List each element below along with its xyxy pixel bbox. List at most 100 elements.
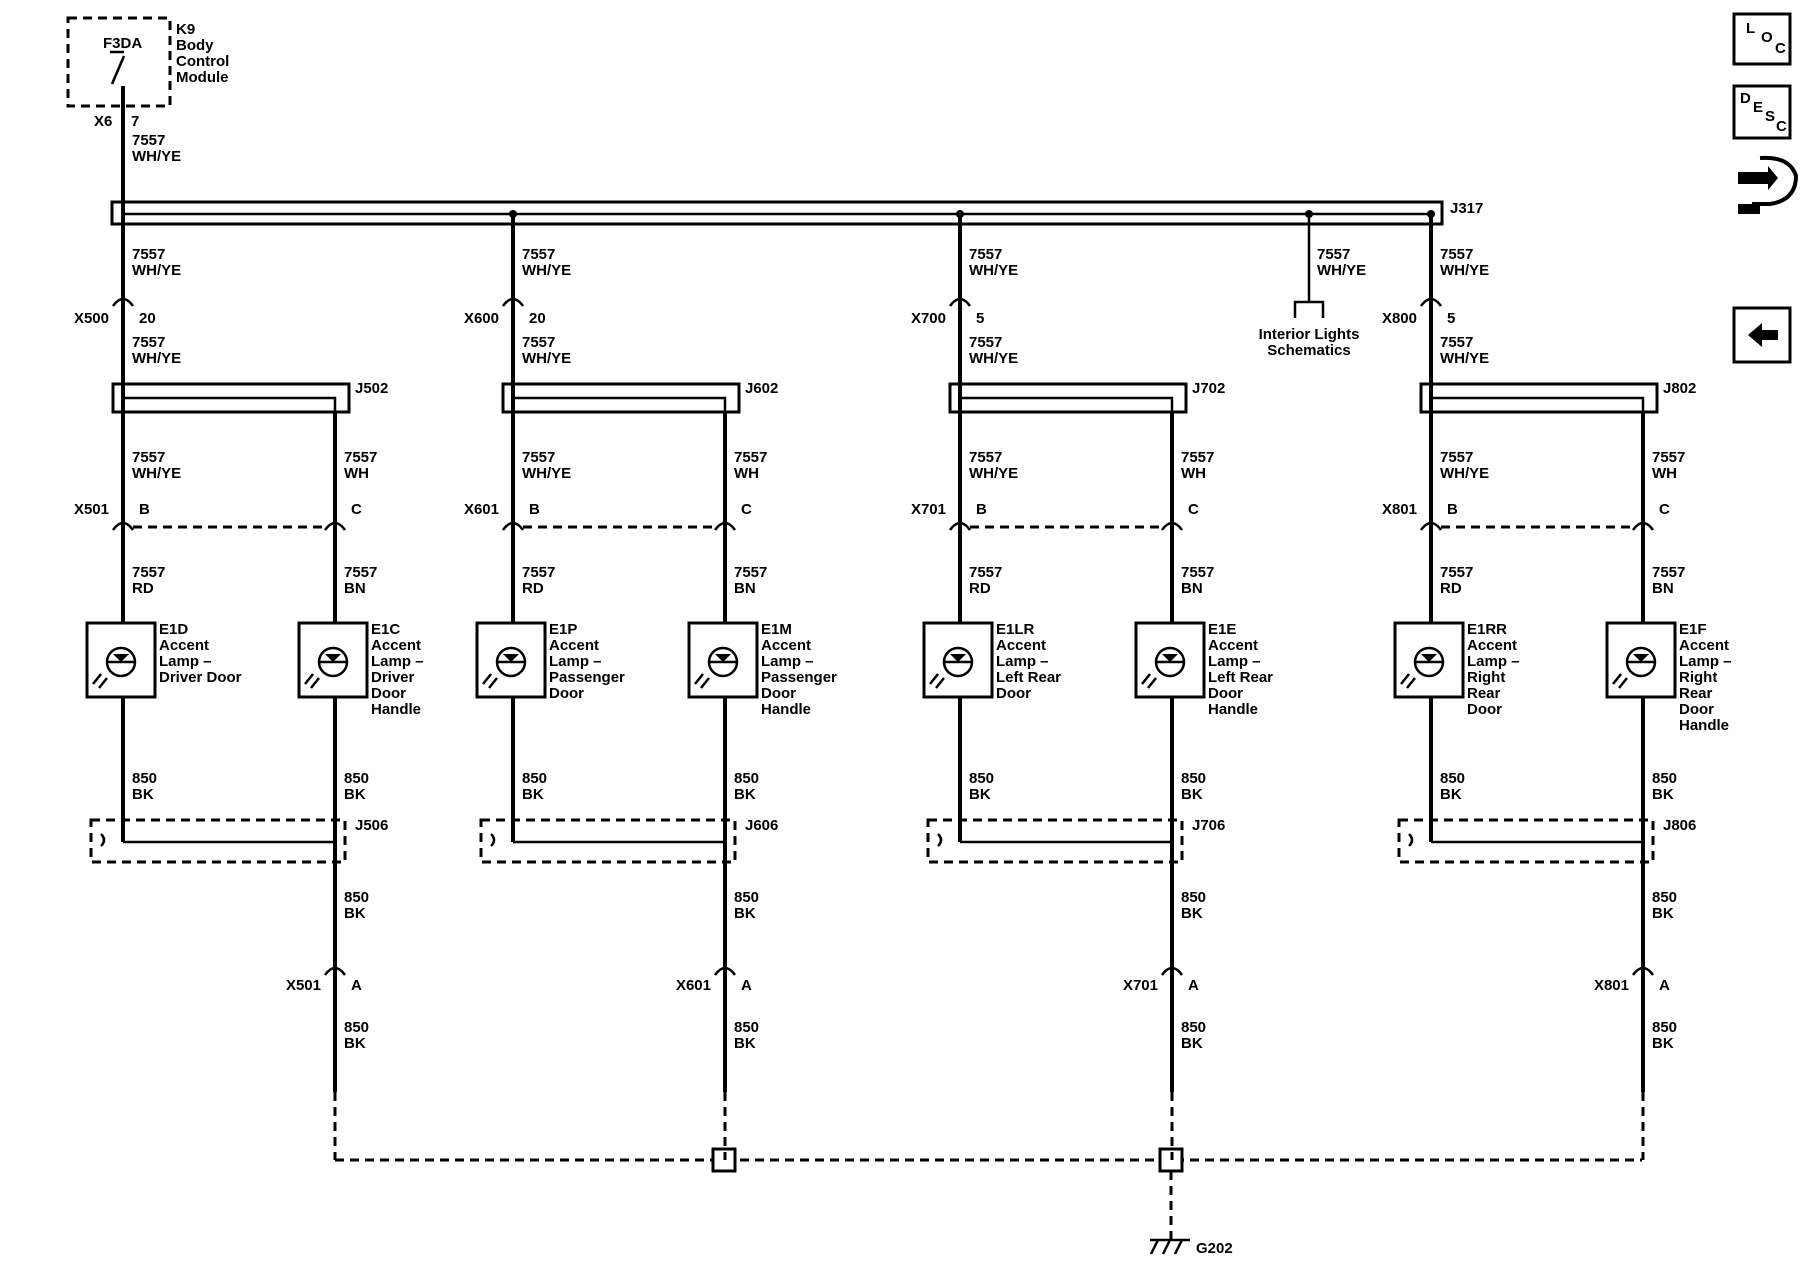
door-connector-pin-c: C [1188, 501, 1199, 518]
splice-box [501, 382, 741, 414]
lamp1-supply-wire-circuit: 7557 [132, 449, 165, 466]
splice-bus [960, 396, 1174, 412]
door-connector-label: X801 [1382, 501, 1417, 518]
desc-letter-e: E [1753, 99, 1763, 116]
lamp2-desc-line: Rear [1679, 685, 1713, 702]
lamp2-ray-2 [1618, 677, 1628, 689]
lamp1-supply-wire-circuit: 7557 [969, 449, 1002, 466]
feed-wire-circuit: 7557 [132, 132, 165, 149]
fuse-label: F3DA [103, 35, 142, 52]
lamp2-supply-wire-circuit: 7557 [734, 449, 767, 466]
loc-button-frame[interactable] [1732, 12, 1792, 66]
lamp2-diode [325, 654, 341, 662]
splice-feed-wire-color: WH/YE [522, 350, 571, 367]
door-connector-label: X501 [74, 501, 109, 518]
ground-out-wire-circuit: 850 [344, 889, 369, 906]
lamp2-ray-1 [304, 673, 314, 685]
ground-symbol-tick-2 [1161, 1239, 1172, 1255]
interior-reference-bracket [1293, 300, 1325, 318]
ground-out-wire-color: BK [1652, 905, 1674, 922]
lamp1-id: E1P [549, 621, 577, 638]
ground-splice-box [1397, 818, 1655, 864]
ground-out-wire-color: BK [344, 905, 366, 922]
ground-symbol-tick-1 [1149, 1239, 1160, 1255]
back-button[interactable] [1732, 306, 1792, 364]
inline-connector-label: X700 [911, 310, 946, 327]
lamp1-ground-wire-circuit: 850 [522, 770, 547, 787]
lamp2-desc-line: Accent [1208, 637, 1258, 654]
lamp2-desc-line: Accent [371, 637, 421, 654]
ground-out-wire-circuit: 850 [1181, 889, 1206, 906]
lamp2-desc-line: Accent [761, 637, 811, 654]
lamp1-ray-1 [1400, 673, 1410, 685]
lamp1-wire-color: RD [969, 580, 991, 597]
ground-out-wire-color: BK [734, 905, 756, 922]
tools-arrow-lower [1738, 204, 1760, 214]
lamp1-desc-line: Rear [1467, 685, 1501, 702]
ground-return-wire-circuit: 850 [734, 1019, 759, 1036]
lamp2-supply-wire-color: WH [734, 465, 759, 482]
ground-splice-break [937, 833, 943, 847]
door-connector-pin-a: A [1188, 977, 1199, 994]
ground-out-wire-circuit: 850 [1652, 889, 1677, 906]
feed-branch-wire-circuit: 7557 [1440, 246, 1473, 263]
ground-symbol-tick-3 [1173, 1239, 1184, 1255]
splice-label: J502 [355, 380, 388, 397]
back-button-frame[interactable] [1732, 306, 1792, 364]
lamp2-ground-wire-circuit: 850 [734, 770, 759, 787]
door-connector-pin-c: C [1659, 501, 1670, 518]
lamp2-wire-color: BN [734, 580, 756, 597]
lamp2-desc-line: Lamp – [1679, 653, 1732, 670]
lamp2-ground-wire-color: BK [734, 786, 756, 803]
inline-connector-pin: 5 [1447, 310, 1455, 327]
lamp1-supply-wire-circuit: 7557 [522, 449, 555, 466]
lamp1-desc-line: Door [549, 685, 584, 702]
lamp2-ground-wire-circuit: 850 [344, 770, 369, 787]
lamp1-wire-circuit: 7557 [522, 564, 555, 581]
lamp1-desc-line: Accent [996, 637, 1046, 654]
ground-return-wire-circuit: 850 [344, 1019, 369, 1036]
lamp2-wire-color: BN [1181, 580, 1203, 597]
lamp1-ray-1 [929, 673, 939, 685]
feed-branch-wire-color: WH/YE [1440, 262, 1489, 279]
lamp1-wire-circuit: 7557 [1440, 564, 1473, 581]
lamp2-id: E1C [371, 621, 400, 638]
lamp1-wire-color: RD [132, 580, 154, 597]
ground-out-wire-circuit: 850 [734, 889, 759, 906]
ground-label: G202 [1196, 1240, 1233, 1257]
lamp1-ground-wire-color: BK [522, 786, 544, 803]
module-connector: X6 [94, 113, 112, 130]
desc-button-frame[interactable] [1732, 84, 1792, 140]
inline-connector-pin: 5 [976, 310, 984, 327]
desc-button[interactable]: D E S C [1732, 84, 1792, 140]
desc-letter-c: C [1776, 118, 1787, 135]
lamp2-ground-wire-color: BK [1652, 786, 1674, 803]
lamp2-ray-1 [694, 673, 704, 685]
splice-j317: J317 [110, 200, 1483, 226]
feed-branch-wire-color: WH/YE [132, 262, 181, 279]
connector-tools-icon[interactable] [1738, 155, 1799, 214]
splice-feed-wire-color: WH/YE [132, 350, 181, 367]
splice-feed-wire-circuit: 7557 [132, 334, 165, 351]
lamp1-wire-color: RD [522, 580, 544, 597]
splice-bus [123, 396, 337, 412]
interior-lights-branch: 7557 WH/YE Interior Lights Schematics [1259, 210, 1366, 359]
lamp1-diode [950, 654, 966, 662]
lamp1-desc-line: Door [996, 685, 1031, 702]
lamp2-desc-line: Lamp – [761, 653, 814, 670]
loc-button[interactable]: L O C [1732, 12, 1792, 66]
module-name-2: Body [176, 37, 214, 54]
lamp2-wire-circuit: 7557 [344, 564, 377, 581]
lamp2-ground-wire-circuit: 850 [1181, 770, 1206, 787]
lamp1-ray-2 [488, 677, 498, 689]
lamp2-desc-line: Door [1679, 701, 1714, 718]
lamp1-diode [503, 654, 519, 662]
lamp1-desc-line: Lamp – [549, 653, 602, 670]
lamp2-desc-line: Lamp – [371, 653, 424, 670]
desc-letter-s: S [1765, 108, 1775, 125]
lamp1-desc-line: Lamp – [159, 653, 212, 670]
door-connector-a-label: X501 [286, 977, 321, 994]
